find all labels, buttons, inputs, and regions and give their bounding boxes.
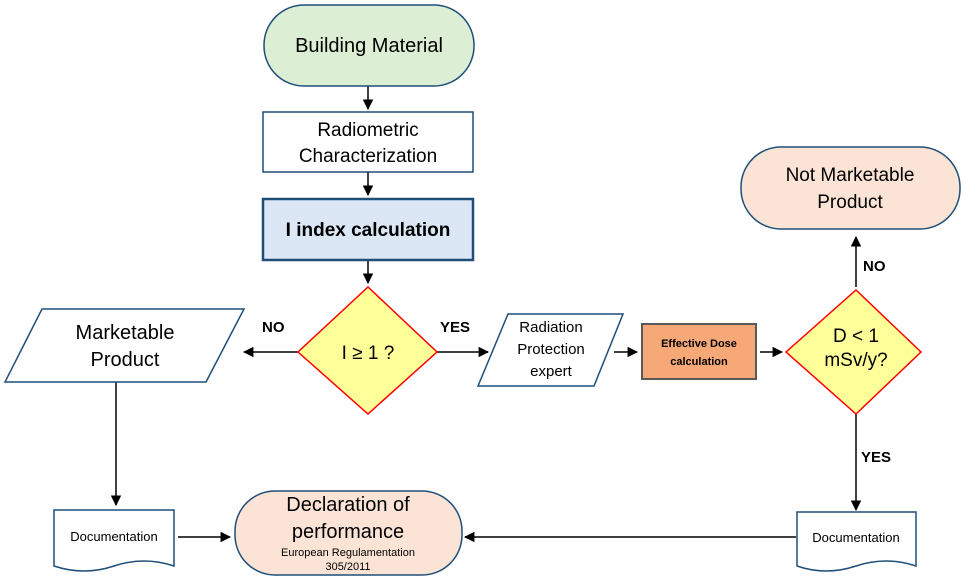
building-material-label: Building Material bbox=[295, 35, 443, 57]
doc-left-label: Documentation bbox=[70, 529, 157, 544]
node-not-marketable-product: Not Marketable Product bbox=[740, 146, 961, 230]
declaration-label-line2: performance bbox=[292, 521, 404, 543]
doc-right-label: Documentation bbox=[812, 530, 899, 545]
not-marketable-label-line2: Product bbox=[817, 192, 883, 213]
node-decision-d: D < 1 mSv/y? bbox=[784, 288, 923, 416]
decision-d-label-line2: mSv/y? bbox=[824, 350, 887, 371]
expert-label-line2: Protection bbox=[517, 341, 585, 358]
decision-diamond bbox=[784, 288, 923, 416]
radiometric-label-line1: Radiometric bbox=[317, 120, 418, 141]
node-documentation-left: Documentation bbox=[53, 509, 175, 572]
marketable-label-line1: Marketable bbox=[76, 322, 175, 344]
decision-i-label: I ≥ 1 ? bbox=[342, 343, 395, 364]
expert-label-line1: Radiation bbox=[519, 319, 582, 336]
document-shape bbox=[53, 509, 175, 572]
node-marketable-product: Marketable Product bbox=[3, 308, 246, 383]
terminator-shape bbox=[234, 490, 463, 576]
io-parallelogram bbox=[476, 313, 625, 387]
node-building-material: Building Material bbox=[263, 4, 475, 87]
i-index-label: I index calculation bbox=[286, 220, 451, 241]
edge-label-d-no: NO bbox=[863, 258, 886, 275]
node-radiation-protection-expert: Radiation Protection expert bbox=[476, 313, 625, 387]
decision-d-label-line1: D < 1 bbox=[833, 326, 879, 347]
process-box bbox=[262, 111, 474, 173]
terminator-shape bbox=[263, 4, 475, 87]
node-decision-i: I ≥ 1 ? bbox=[296, 285, 439, 416]
declaration-label-line3: European Regulamentation bbox=[281, 547, 415, 559]
edge-label-d-yes: YES bbox=[861, 449, 891, 466]
declaration-label-line4: 305/2011 bbox=[325, 561, 370, 573]
edge-label-i-no: NO bbox=[262, 319, 285, 336]
connectors bbox=[110, 86, 862, 543]
not-marketable-label-line1: Not Marketable bbox=[786, 165, 915, 186]
declaration-label-line1: Declaration of bbox=[286, 494, 410, 516]
expert-label-line3: expert bbox=[530, 363, 573, 380]
node-documentation-right: Documentation bbox=[796, 511, 917, 572]
decision-diamond bbox=[296, 285, 439, 416]
terminator-shape bbox=[740, 146, 961, 230]
node-radiometric-characterization: Radiometric Characterization bbox=[262, 111, 474, 173]
document-shape bbox=[796, 511, 917, 572]
io-parallelogram bbox=[3, 308, 246, 383]
process-box bbox=[261, 197, 475, 262]
edge-labels: NO YES NO YES bbox=[262, 258, 891, 466]
marketable-label-line2: Product bbox=[91, 349, 160, 371]
node-declaration-of-performance: Declaration of performance European Regu… bbox=[234, 490, 463, 576]
effective-dose-label-line1: Effective Dose bbox=[661, 338, 737, 350]
process-box bbox=[641, 323, 757, 380]
effective-dose-label-line2: calculation bbox=[670, 356, 728, 368]
node-i-index-calculation: I index calculation bbox=[261, 197, 475, 262]
edge-label-i-yes: YES bbox=[440, 319, 470, 336]
node-effective-dose-calculation: Effective Dose calculation bbox=[641, 323, 757, 380]
radiometric-label-line2: Characterization bbox=[299, 146, 437, 167]
